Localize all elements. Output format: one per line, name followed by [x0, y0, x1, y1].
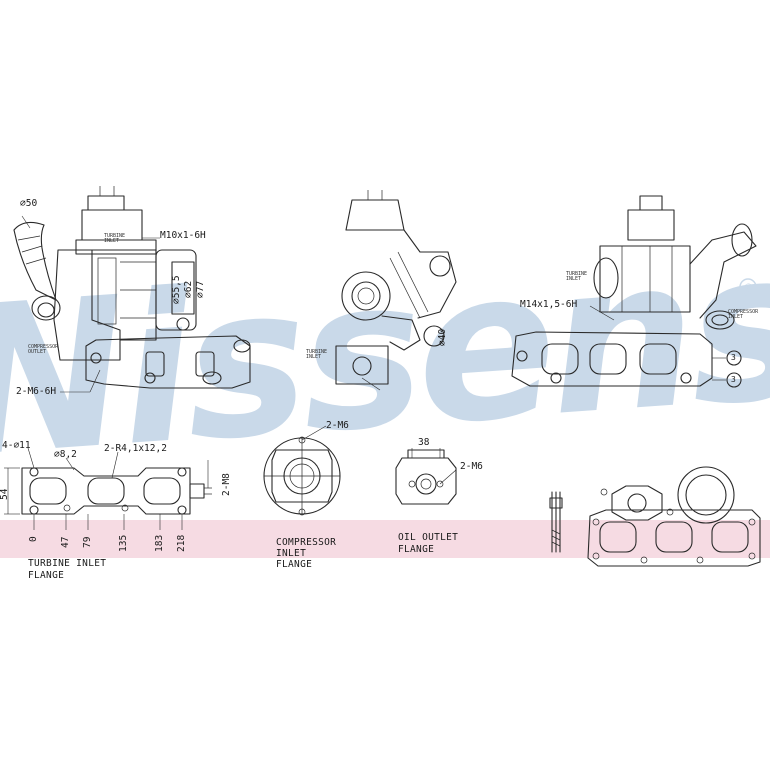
compressor-caption-3: FLANGE	[276, 559, 313, 570]
height-label: 54	[0, 488, 10, 500]
side-thread-label: 2-M8	[221, 473, 232, 496]
callout-3-b: 3	[731, 375, 736, 384]
callout-circle-a	[726, 350, 742, 366]
small-label-turbine-inlet-center: TURBINE INLET	[306, 349, 328, 361]
stud-label-left: 2-M6-6H	[16, 386, 57, 397]
diameter-40-label: ⌀40	[437, 328, 448, 346]
slot-label: 2-R4,1x12,2	[104, 443, 167, 454]
compressor-thread-label: 2-M6	[326, 420, 349, 431]
oil-spacing-label: 38	[418, 437, 430, 448]
small-label-turbine-inlet-right: TURBINE INLET	[566, 271, 588, 283]
oil-caption-2: FLANGE	[398, 544, 435, 555]
hole-label: 4-⌀11	[2, 440, 31, 451]
stud-bolt	[549, 491, 563, 553]
diameter-62-label: ⌀62	[183, 280, 194, 298]
watermark-brand: Nissens	[0, 207, 770, 504]
small-label-compressor-inlet-right: COMPRESSOR INLET	[728, 309, 759, 321]
callout-3-a: 3	[731, 353, 736, 362]
turbine-flange-caption-2: FLANGE	[28, 570, 65, 581]
x-dim-183: 183	[154, 534, 165, 552]
x-dim-218: 218	[176, 534, 187, 552]
oil-thread-label: 2-M6	[460, 461, 483, 472]
watermark-registered: ®	[743, 281, 754, 294]
thread-label-left: M10x1-6H	[160, 230, 206, 241]
compressor-caption-1: COMPRESSOR	[276, 537, 337, 548]
gaskets	[587, 466, 761, 567]
turbine-inlet-flange-view	[4, 447, 212, 530]
bore-label: ⌀8,2	[54, 449, 77, 460]
x-dim-0: 0	[28, 536, 39, 542]
oil-outlet-flange-view	[395, 448, 457, 505]
compressor-inlet-flange-view	[263, 425, 341, 516]
registered-circle	[739, 278, 757, 296]
x-dim-79: 79	[82, 536, 93, 548]
thread-label-right: M14x1,5-6H	[520, 299, 578, 310]
oil-caption-1: OIL OUTLET	[398, 532, 459, 543]
x-dim-47: 47	[60, 536, 71, 548]
compressor-caption-2: INLET	[276, 548, 307, 559]
diameter-77-label: ⌀77	[195, 280, 206, 298]
diameter-55-label: ⌀55,5	[171, 275, 182, 304]
x-dim-135: 135	[118, 534, 129, 552]
accent-band	[0, 520, 770, 558]
right-turbo-view	[511, 195, 757, 388]
turbine-flange-caption-1: TURBINE INLET	[28, 558, 107, 569]
left-turbo-view	[13, 186, 251, 393]
small-label-turbine-inlet-left: TURBINE INLET	[104, 233, 126, 245]
callout-circle-b	[726, 372, 742, 388]
center-turbo-view	[335, 190, 457, 391]
small-label-compressor-outlet: COMPRESSOR OUTLET	[28, 344, 59, 356]
inlet-diameter-label: ⌀50	[20, 198, 38, 209]
